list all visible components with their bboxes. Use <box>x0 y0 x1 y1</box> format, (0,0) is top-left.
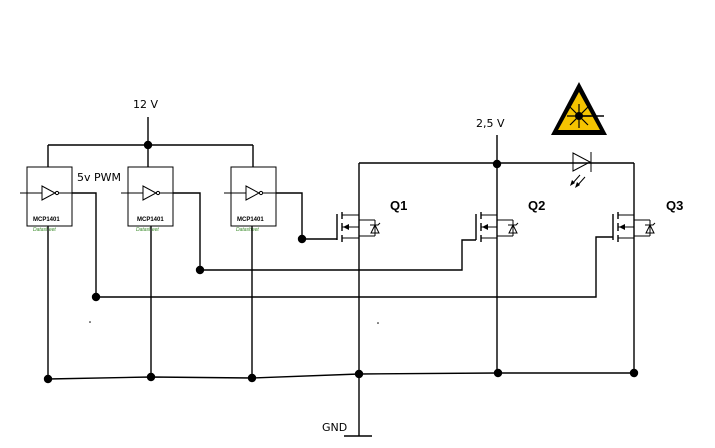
driver-ic-3: MCP1401 Datasheet <box>224 166 277 233</box>
driver-3-sub: Datasheet <box>236 227 259 233</box>
ground-label: GND <box>322 421 347 434</box>
driver-1-part: MCP1401 <box>33 217 60 223</box>
driver-ic-1: MCP1401 Datasheet <box>20 166 73 233</box>
gate-wires <box>72 192 613 302</box>
speck <box>89 321 91 323</box>
mosfet-q1 <box>336 210 381 374</box>
q1-label: Q1 <box>390 198 407 213</box>
q3-label: Q3 <box>666 198 683 213</box>
supply-12v-label: 12 V <box>133 98 158 111</box>
ground-rail <box>43 226 639 437</box>
driver-1-sub: Datasheet <box>33 227 56 233</box>
laser-warning-icon <box>551 82 607 135</box>
mosfet-q2 <box>475 210 519 373</box>
supply-2-5v-label: 2,5 V <box>476 117 505 130</box>
led-diode-icon <box>570 152 592 188</box>
q2-label: Q2 <box>528 198 545 213</box>
pwm-label: 5v PWM <box>77 171 121 184</box>
mosfet-q3 <box>612 210 656 373</box>
rail-12v <box>47 117 254 167</box>
driver-2-sub: Datasheet <box>136 227 159 233</box>
driver-2-part: MCP1401 <box>137 217 164 223</box>
speck <box>377 322 379 324</box>
driver-ic-2: MCP1401 Datasheet <box>121 166 174 233</box>
driver-3-part: MCP1401 <box>237 217 264 223</box>
